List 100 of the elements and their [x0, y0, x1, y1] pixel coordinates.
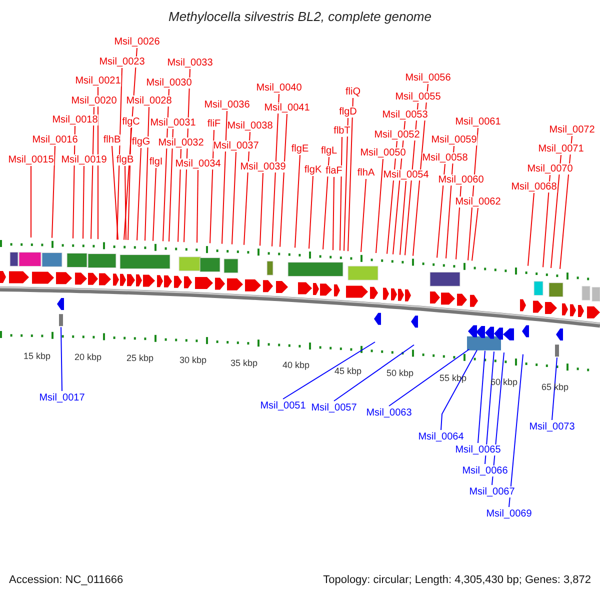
leader-line	[360, 178, 366, 252]
gene-label: Msil_0066	[462, 466, 508, 476]
leader-line	[82, 166, 84, 240]
leader-line	[144, 106, 150, 242]
leader-line	[550, 154, 562, 268]
gene-label: flgL	[320, 146, 338, 156]
gene-label: Msil_0020	[71, 96, 117, 106]
leader-line	[332, 176, 334, 251]
gene-label: Msil_0041	[264, 102, 310, 114]
gene-label: Msil_0039	[240, 162, 286, 172]
scale-label: 50 kbp	[386, 368, 414, 378]
leader-line	[508, 354, 524, 508]
leader-line	[60, 326, 62, 392]
leader-line	[136, 148, 142, 241]
scale-label: 30 kbp	[179, 355, 207, 365]
leader-line	[344, 118, 348, 252]
leader-line	[178, 148, 182, 242]
leader-line	[272, 94, 280, 247]
gene-label: flgE	[291, 144, 309, 154]
leader-line	[348, 98, 354, 252]
gene-label: Msil_0032	[158, 138, 204, 148]
gene-label: flgB	[116, 154, 134, 166]
leader-line	[128, 128, 132, 240]
leader-line	[124, 166, 126, 240]
footer-text: Topology: circular; Length: 4,305,430 bp; Genes: 3,872	[323, 574, 591, 586]
leader-line	[282, 342, 376, 400]
gene-label: Msil_0023	[99, 56, 145, 68]
gene-label: Msil_0065	[455, 444, 501, 456]
gene-label: flgG	[132, 136, 150, 148]
gene-label: Msil_0026	[114, 36, 160, 48]
leader-line	[436, 164, 446, 258]
leader-line	[196, 170, 198, 244]
gene-label: Msil_0054	[383, 170, 429, 180]
gene-label: fliF	[207, 118, 221, 130]
leader-line	[542, 174, 550, 268]
gene-label: flhB	[103, 134, 121, 146]
leader-line	[456, 186, 462, 260]
scale-label: 35 kbp	[230, 358, 258, 368]
gene-label: Msil_0057	[311, 402, 357, 414]
gene-label: Msil_0059	[431, 134, 477, 146]
gene-label: flaF	[326, 166, 342, 176]
gene-label: Msil_0050	[360, 148, 406, 158]
gene-label: Msil_0016	[32, 134, 78, 146]
gene-label: Msil_0030	[146, 78, 192, 88]
gene-label: fliQ	[346, 86, 360, 98]
gene-label: Msil_0073	[529, 422, 575, 432]
leader-line	[52, 146, 56, 238]
gene-label: Msil_0062	[455, 196, 501, 208]
gene-label: Msil_0021	[75, 76, 121, 86]
leader-line	[388, 348, 470, 406]
leader-line	[340, 136, 342, 251]
leader-line	[260, 172, 264, 246]
leader-line	[222, 110, 228, 244]
gene-label: Msil_0017	[39, 392, 85, 404]
gene-label: Msil_0071	[538, 144, 584, 154]
leader-line	[280, 114, 288, 248]
gene-label: Msil_0070	[527, 164, 573, 174]
gene-label: Msil_0036	[204, 100, 250, 110]
leader-line	[322, 156, 330, 250]
gene-label: Msil_0060	[438, 174, 484, 186]
gene-label: Msil_0058	[422, 152, 468, 164]
gene-label: Msil_0053	[382, 110, 428, 120]
scale-label: 40 kbp	[282, 360, 310, 370]
gene-label: Msil_0052	[374, 130, 420, 140]
leader-line	[472, 208, 478, 262]
leader-line	[30, 166, 32, 238]
gene-label: Msil_0015	[8, 154, 54, 166]
gene-label: Msil_0051	[260, 400, 306, 412]
leader-line	[294, 154, 300, 248]
leader-line	[484, 351, 494, 464]
leader-line	[308, 176, 314, 250]
gene-label: Msil_0028	[126, 96, 172, 106]
leader-line	[116, 68, 122, 240]
leader-line	[400, 180, 406, 256]
gene-label: flgD	[339, 106, 357, 118]
scale-label: 15 kbp	[23, 351, 51, 361]
gene-label: Msil_0018	[52, 114, 98, 126]
leader-line	[232, 152, 236, 245]
gene-label: Msil_0064	[418, 432, 464, 442]
leader-line	[552, 357, 558, 420]
gene-label: Msil_0061	[455, 116, 501, 128]
footer-text: Accession: NC_011666	[9, 574, 124, 586]
gene-label: Msil_0056	[405, 72, 451, 84]
gene-label: Msil_0037	[213, 140, 259, 152]
leader-line	[528, 192, 534, 266]
gene-label: flbT	[334, 126, 350, 136]
title: Methylocella silvestris BL2, complete genome	[167, 9, 432, 24]
gene-label: Msil_0019	[61, 154, 107, 166]
scale-label: 20 kbp	[74, 352, 102, 362]
gene-label: flgC	[122, 116, 140, 128]
scale-label: 45 kbp	[334, 366, 362, 376]
leader-line	[112, 146, 118, 240]
gene-label: flgI	[149, 156, 163, 168]
leader-line	[152, 168, 156, 242]
leader-line	[334, 344, 414, 402]
gene-label: Msil_0068	[511, 182, 557, 192]
gene-label: Msil_0031	[150, 118, 196, 128]
leader-line	[376, 158, 384, 254]
scale-label: 25 kbp	[126, 353, 154, 363]
leader-line	[440, 350, 478, 430]
